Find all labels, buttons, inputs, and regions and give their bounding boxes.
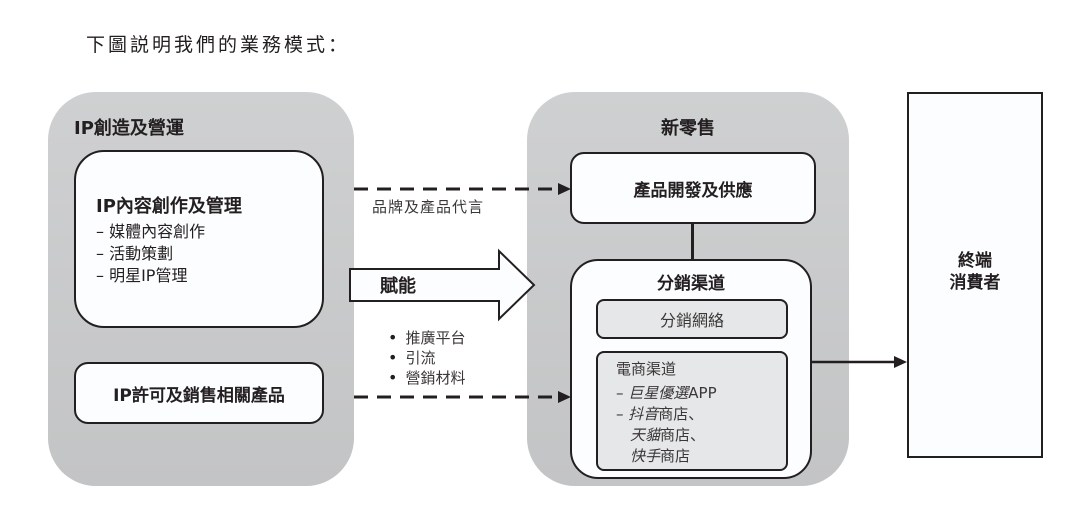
ip-creation-panel-title: IP創造及營運: [74, 118, 184, 139]
distribution-channel-box: 分銷渠道 分銷網絡 電商渠道 – 巨星優選APP – 抖音商店、 天貓商店、 快…: [570, 259, 812, 479]
platform-suffix: APP: [688, 384, 717, 402]
platform-name: 抖音: [628, 405, 659, 423]
ecommerce-channel-box: 電商渠道 – 巨星優選APP – 抖音商店、 天貓商店、 快手商店: [596, 351, 788, 471]
empower-label: 賦能: [380, 276, 416, 297]
dash: –: [616, 384, 629, 402]
platform-suffix: 商店: [660, 447, 691, 465]
platform-suffix: 商店、: [658, 405, 704, 423]
ip-content-title: IP內容創作及管理: [96, 196, 242, 217]
platform-name: 巨星優選: [628, 384, 689, 402]
ip-license-title: IP許可及銷售相關產品: [113, 385, 285, 406]
platform-name: 快手: [630, 447, 661, 465]
arrowhead-icon: [558, 183, 571, 195]
dev-to-distribution-connector: [691, 224, 694, 260]
ecommerce-item: 快手商店: [616, 446, 786, 467]
ecommerce-channel-title: 電商渠道: [616, 360, 677, 378]
ecommerce-item: – 抖音商店、: [616, 404, 786, 425]
distribution-channel-title: 分銷渠道: [657, 274, 725, 294]
support-bullet-item: 營銷材料: [388, 368, 465, 388]
support-bullet-item: 推廣平台: [388, 328, 465, 348]
arrowhead-icon: [894, 356, 907, 368]
end-consumer-box: 終端 消費者: [907, 92, 1043, 458]
platform-name: 天貓: [630, 426, 661, 444]
ip-license-box: IP許可及銷售相關產品: [74, 362, 324, 424]
ip-content-item: – 明星IP管理: [96, 266, 188, 285]
dash: –: [616, 405, 629, 423]
ip-content-box: IP內容創作及管理 – 媒體內容創作 – 活動策劃 – 明星IP管理: [74, 150, 324, 328]
product-development-title: 產品開發及供應: [633, 180, 753, 201]
support-bullet-list: 推廣平台 引流 營銷材料: [388, 328, 465, 388]
ip-content-item: – 媒體內容創作: [96, 222, 206, 241]
page-heading: 下圖説明我們的業務模式：: [86, 34, 351, 56]
arrowhead-icon: [558, 391, 571, 403]
distribution-network-label: 分銷網絡: [659, 311, 724, 330]
end-consumer-line1: 終端: [958, 251, 992, 271]
ecommerce-item: 天貓商店、: [616, 425, 786, 446]
ecommerce-item: – 巨星優選APP: [616, 383, 786, 404]
end-consumer-line2: 消費者: [949, 273, 1001, 293]
product-development-box: 產品開發及供應: [570, 152, 816, 224]
distribution-network-box: 分銷網絡: [596, 299, 788, 339]
platform-suffix: 商店、: [660, 426, 706, 444]
empower-block-arrow: [349, 248, 536, 322]
brand-endorsement-label: 品牌及產品代言: [372, 198, 485, 216]
ip-content-item: – 活動策劃: [96, 244, 174, 263]
support-bullet-item: 引流: [388, 348, 465, 368]
new-retail-panel-title: 新零售: [661, 118, 715, 139]
